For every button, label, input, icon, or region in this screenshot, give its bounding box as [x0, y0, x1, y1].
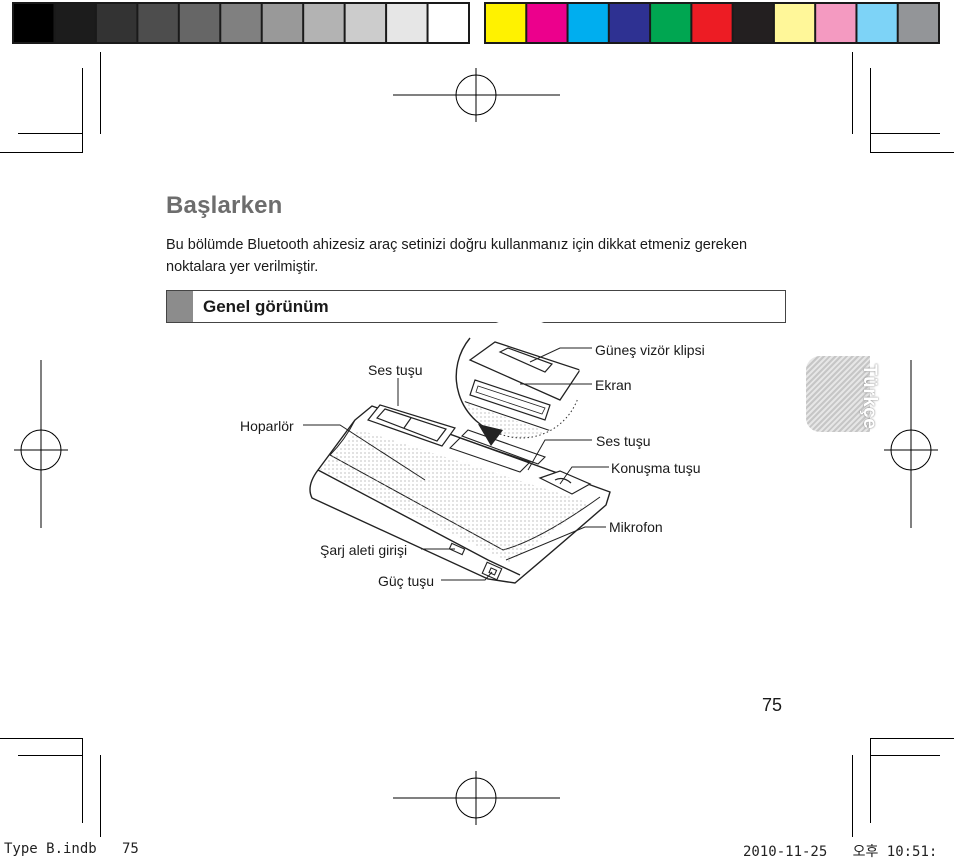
display-strip: [448, 429, 547, 473]
color-swatch: [651, 4, 691, 42]
label-speaker: Hoparlör: [240, 418, 294, 434]
label-talk-key: Konuşma tuşu: [611, 460, 701, 476]
intro-paragraph: Bu bölümde Bluetooth ahizesiz araç setin…: [166, 237, 748, 275]
label-sun-visor-clip: Güneş vizör klipsi: [595, 342, 705, 358]
color-swatch: [304, 4, 344, 42]
color-swatch: [345, 4, 386, 42]
crop-mark: [870, 68, 871, 153]
crop-mark: [100, 52, 101, 134]
page-title: Başlarken: [166, 192, 283, 219]
talk-key: [538, 470, 592, 495]
label-power-key: Güç tuşu: [378, 573, 435, 589]
side-ports: [448, 542, 503, 581]
color-swatches: [484, 2, 940, 44]
color-swatch: [898, 4, 938, 42]
crop-mark: [870, 738, 954, 739]
color-swatch: [733, 4, 773, 42]
crop-mark: [0, 738, 83, 739]
section-title: Genel görünüm: [203, 297, 329, 316]
color-swatch: [816, 4, 856, 42]
gray-swatches: [12, 2, 470, 44]
leader-lines: [303, 347, 609, 581]
label-microphone: Mikrofon: [609, 519, 663, 535]
color-swatch: [774, 4, 815, 42]
color-swatch: [527, 4, 567, 42]
crop-mark: [870, 152, 954, 153]
color-swatch: [96, 4, 137, 42]
crop-mark: [82, 738, 83, 823]
footer-file-slug: Type B.indb 75: [4, 841, 139, 857]
color-swatch: [428, 4, 468, 42]
crop-mark: [870, 755, 940, 756]
label-volume-key-right: Ses tuşu: [596, 433, 651, 449]
section-header: Genel görünüm: [166, 290, 786, 323]
color-swatch: [55, 4, 95, 42]
crop-mark: [852, 755, 853, 837]
color-swatch: [179, 4, 220, 42]
volume-key-top: [367, 404, 456, 447]
color-swatch: [14, 4, 54, 42]
color-swatch: [486, 4, 526, 42]
color-swatch: [262, 4, 303, 42]
crop-mark: [852, 52, 853, 134]
color-calibration-bar: [12, 2, 940, 44]
crop-mark: [100, 755, 101, 837]
crop-mark: [870, 738, 871, 823]
page-number: 75: [762, 695, 783, 715]
crop-mark: [870, 133, 940, 134]
section-tab-marker: [167, 291, 193, 322]
language-side-tab: Türkçe: [806, 356, 880, 432]
speaker-grille: [320, 430, 590, 562]
zoom-detail: [455, 318, 580, 446]
crop-mark: [18, 755, 83, 756]
color-swatch: [221, 4, 261, 42]
label-charger-jack: Şarj aleti girişi: [320, 542, 408, 558]
footer-date-slug: 2010-11-25 오후 10:51:: [743, 844, 938, 860]
crop-mark: [0, 152, 83, 153]
color-swatch: [609, 4, 650, 42]
crop-mark: [82, 68, 83, 153]
color-swatch: [857, 4, 897, 42]
color-swatch: [692, 4, 732, 42]
color-swatch: [568, 4, 608, 42]
color-swatch: [138, 4, 178, 42]
label-volume-key-top: Ses tuşu: [368, 362, 423, 378]
label-screen: Ekran: [595, 377, 632, 393]
color-swatch: [387, 4, 427, 42]
language-label: Türkçe: [859, 364, 880, 430]
crop-mark: [18, 133, 83, 134]
